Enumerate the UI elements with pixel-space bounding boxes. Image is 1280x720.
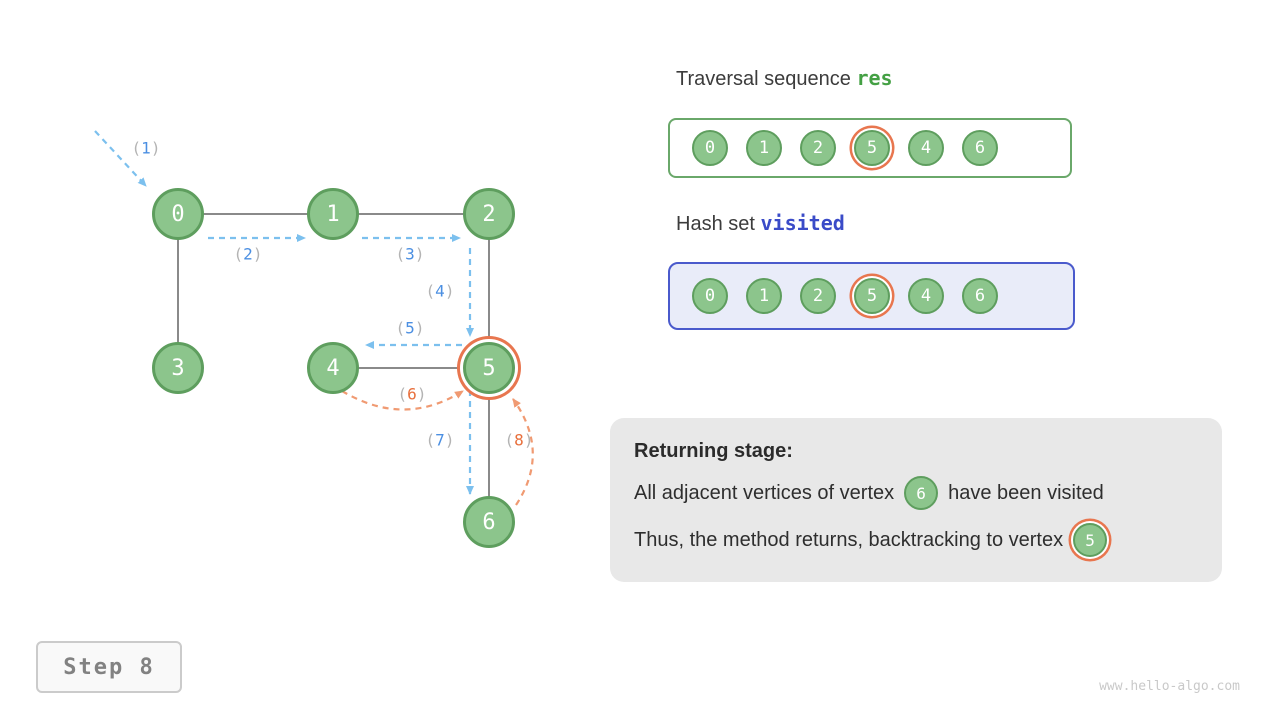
res-sequence-box: 0 1 2 5 4 6 [668, 118, 1072, 178]
step-label-number: 4 [435, 281, 445, 301]
step-label-paren: ) [416, 384, 427, 404]
returning-stage-info-box: Returning stage: All adjacent vertices o… [610, 418, 1222, 582]
step-label-paren: ) [414, 244, 425, 264]
step-label-number: 7 [435, 430, 445, 450]
step-label-number: 6 [407, 384, 417, 404]
info-line-2-prefix: Thus, the method returns, backtracking t… [634, 528, 1064, 551]
graph-vertex-0: 0 [152, 188, 204, 240]
res-item-0: 0 [692, 130, 728, 166]
res-code-label: res [856, 66, 893, 90]
step-label-3: (3) [396, 245, 425, 264]
step-label-paren: ) [523, 430, 534, 450]
visited-title-text: Hash set [676, 213, 755, 235]
step-label-paren: ) [444, 430, 455, 450]
step-label-paren: ( [233, 244, 244, 264]
step-label-paren: ( [504, 430, 515, 450]
graph-vertex-5: 5 [463, 342, 515, 394]
visited-code-label: visited [760, 211, 845, 235]
res-item-4: 4 [908, 130, 944, 166]
step-label-number: 8 [514, 430, 524, 450]
graph-vertex-6: 6 [463, 496, 515, 548]
res-panel-title: Traversal sequence res [676, 66, 893, 91]
visited-item-3: 5 [854, 278, 890, 314]
visited-item-2: 2 [800, 278, 836, 314]
res-title-text: Traversal sequence [676, 68, 851, 90]
step-label-paren: ( [395, 318, 406, 338]
res-item-5: 6 [962, 130, 998, 166]
step-label-1: (1) [132, 139, 161, 158]
arrow-step-1 [94, 130, 147, 187]
step-label-paren: ( [131, 138, 142, 158]
step-label-8: (8) [505, 431, 534, 450]
res-item-1: 1 [746, 130, 782, 166]
step-label-number: 1 [141, 138, 151, 158]
visited-item-0: 0 [692, 278, 728, 314]
step-label-paren: ( [425, 430, 436, 450]
step-label-number: 5 [405, 318, 415, 338]
step-label-number: 3 [405, 244, 415, 264]
step-label-7: (7) [426, 431, 455, 450]
step-label-paren: ( [397, 384, 408, 404]
graph-area: 0 1 2 3 4 5 6 (1) (2) (3) (4) (5) (6) (7… [0, 0, 640, 620]
info-line-1-prefix: All adjacent vertices of vertex [634, 481, 895, 504]
step-label-6: (6) [398, 385, 427, 404]
step-label-4: (4) [426, 282, 455, 301]
watermark: www.hello-algo.com [1099, 679, 1240, 694]
info-line-1-vertex-chip: 6 [904, 476, 939, 510]
step-badge: Step 8 [36, 641, 182, 693]
step-label-paren: ) [444, 281, 455, 301]
step-label-paren: ) [252, 244, 263, 264]
info-line-1: All adjacent vertices of vertex 6 have b… [634, 476, 1198, 510]
arrow-step-8 [512, 398, 534, 506]
graph-vertex-2: 2 [463, 188, 515, 240]
info-heading: Returning stage: [634, 440, 793, 462]
res-item-2: 2 [800, 130, 836, 166]
graph-vertex-3: 3 [152, 342, 204, 394]
arrow-step-6 [341, 390, 464, 411]
graph-vertex-1: 1 [307, 188, 359, 240]
visited-item-5: 6 [962, 278, 998, 314]
step-label-number: 2 [243, 244, 253, 264]
step-label-2: (2) [234, 245, 263, 264]
visited-panel-title: Hash set visited [676, 211, 845, 236]
res-item-3: 5 [854, 130, 890, 166]
info-line-1-suffix: have been visited [948, 481, 1104, 504]
step-label-paren: ) [150, 138, 161, 158]
graph-vertex-4: 4 [307, 342, 359, 394]
step-label-5: (5) [396, 319, 425, 338]
graph-edges-and-arrows [94, 130, 534, 522]
step-label-paren: ( [395, 244, 406, 264]
visited-item-1: 1 [746, 278, 782, 314]
step-label-paren: ) [414, 318, 425, 338]
visited-set-box: 0 1 2 5 4 6 [668, 262, 1075, 330]
info-line-2-vertex-chip: 5 [1073, 523, 1108, 557]
info-line-2: Thus, the method returns, backtracking t… [634, 523, 1198, 557]
visited-item-4: 4 [908, 278, 944, 314]
step-label-paren: ( [425, 281, 436, 301]
